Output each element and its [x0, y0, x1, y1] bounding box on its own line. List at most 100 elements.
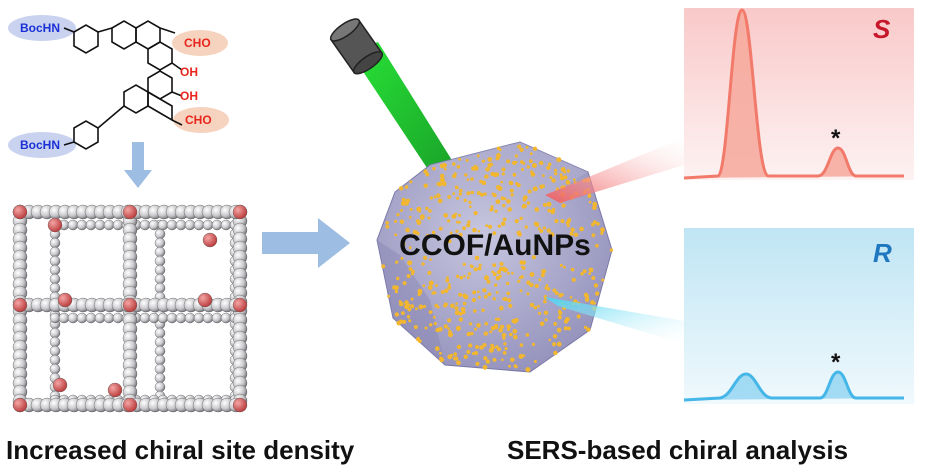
- gold-nanoparticle: [476, 154, 480, 158]
- carbon-atom: [166, 312, 178, 324]
- gold-nanoparticle: [410, 297, 414, 301]
- gold-nanoparticle: [510, 357, 515, 363]
- gold-nanoparticle: [469, 264, 473, 268]
- carbon-atom: [154, 246, 166, 258]
- gold-nanoparticle: [553, 350, 558, 356]
- gold-nanoparticle: [467, 220, 471, 224]
- gold-nanoparticle: [519, 216, 523, 221]
- gold-nanoparticle: [526, 201, 531, 205]
- gold-nanoparticle: [462, 226, 466, 231]
- gold-nanoparticle: [498, 266, 504, 272]
- gold-nanoparticle: [495, 291, 499, 294]
- gold-nanoparticle: [539, 229, 544, 234]
- gold-nanoparticle: [451, 214, 457, 219]
- gold-nanoparticle: [427, 216, 431, 220]
- gold-nanoparticle: [455, 325, 461, 331]
- gold-nanoparticle: [505, 281, 510, 286]
- gold-nanoparticle: [428, 209, 432, 213]
- gold-nanoparticle: [529, 302, 535, 308]
- gold-nanoparticle: [489, 330, 493, 334]
- gold-nanoparticle: [567, 326, 571, 331]
- gold-nanoparticle: [563, 326, 568, 331]
- gold-nanoparticle: [485, 359, 490, 364]
- gold-nanoparticle: [450, 303, 455, 309]
- gold-nanoparticle: [522, 203, 527, 209]
- gold-nanoparticle: [416, 206, 422, 212]
- phenyl-ring-top: [73, 24, 99, 54]
- gold-nanoparticle: [502, 203, 506, 208]
- gold-nanoparticle: [498, 328, 503, 333]
- gold-nanoparticle: [471, 166, 476, 171]
- gold-nanoparticle: [533, 221, 538, 226]
- gold-nanoparticle: [553, 322, 558, 326]
- gold-nanoparticle: [507, 298, 512, 303]
- gold-nanoparticle: [542, 202, 547, 207]
- gold-nanoparticle: [447, 285, 452, 290]
- spectrum-panel-r: R *: [683, 228, 914, 404]
- gold-nanoparticle: [458, 192, 463, 196]
- gold-nanoparticle: [519, 289, 523, 293]
- gold-nanoparticle: [456, 344, 462, 350]
- gold-nanoparticle: [476, 323, 481, 328]
- gold-nanoparticle: [432, 167, 436, 171]
- cho-highlight-top: [172, 30, 228, 56]
- gold-nanoparticle: [570, 267, 575, 272]
- gold-nanoparticle: [492, 231, 497, 236]
- carbon-atom: [94, 219, 106, 231]
- gold-nanoparticle: [485, 224, 488, 228]
- gold-nanoparticle: [507, 207, 512, 212]
- gold-nanoparticle: [529, 272, 535, 277]
- gold-nanoparticle: [513, 364, 518, 368]
- gold-nanoparticle: [534, 283, 539, 289]
- oxygen-atom: [12, 297, 28, 313]
- gold-nanoparticle: [509, 188, 514, 193]
- cho-label-top: CHO: [184, 36, 211, 50]
- gold-nanoparticle: [478, 295, 481, 299]
- gold-nanoparticle: [513, 334, 518, 340]
- gold-nanoparticle: [519, 343, 524, 347]
- gold-nanoparticle: [541, 269, 546, 274]
- gold-nanoparticle: [443, 324, 448, 329]
- gold-nanoparticle: [458, 317, 464, 322]
- gold-nanoparticle: [487, 163, 492, 168]
- carbon-atom: [166, 219, 178, 231]
- gold-nanoparticle: [440, 290, 445, 294]
- gold-nanoparticle: [477, 229, 481, 233]
- gold-nanoparticle: [455, 302, 459, 305]
- gold-nanoparticle: [567, 218, 572, 223]
- gold-nanoparticle: [483, 192, 487, 196]
- gold-nanoparticle: [416, 220, 422, 226]
- carbon-atom: [103, 312, 115, 324]
- carbon-atom: [154, 336, 166, 348]
- gold-nanoparticle: [495, 199, 501, 205]
- carbon-atom: [49, 345, 61, 357]
- gold-nanoparticle: [409, 180, 413, 184]
- gold-nanoparticle: [547, 162, 552, 167]
- gold-nanoparticle: [464, 173, 468, 177]
- gold-nanoparticle: [529, 152, 533, 156]
- molecule-structure: [8, 15, 229, 158]
- carbon-atom: [112, 219, 124, 231]
- gold-nanoparticle: [458, 213, 462, 217]
- carbon-atom: [154, 354, 166, 366]
- right-arrow: [262, 218, 350, 268]
- gold-nanoparticle: [429, 323, 433, 327]
- gold-nanoparticle: [584, 297, 590, 302]
- gold-nanoparticle: [402, 319, 407, 324]
- gold-nanoparticle: [445, 278, 450, 283]
- gold-nanoparticle: [468, 343, 473, 348]
- gold-nanoparticle: [433, 195, 437, 199]
- gold-nanoparticle: [481, 180, 487, 186]
- gold-nanoparticle: [559, 175, 565, 181]
- phenyl-ring-bottom: [73, 120, 99, 150]
- spectrum-line-s: [683, 8, 904, 180]
- gold-nanoparticle: [591, 233, 596, 238]
- gold-nanoparticle: [427, 285, 433, 290]
- carbon-atom: [154, 345, 166, 357]
- carbon-atom: [220, 312, 232, 324]
- gold-nanoparticle: [401, 197, 406, 202]
- gold-nanoparticle: [428, 280, 434, 286]
- gold-nanoparticle: [542, 174, 545, 177]
- gold-nanoparticle: [402, 242, 406, 246]
- gold-nanoparticle: [587, 194, 592, 199]
